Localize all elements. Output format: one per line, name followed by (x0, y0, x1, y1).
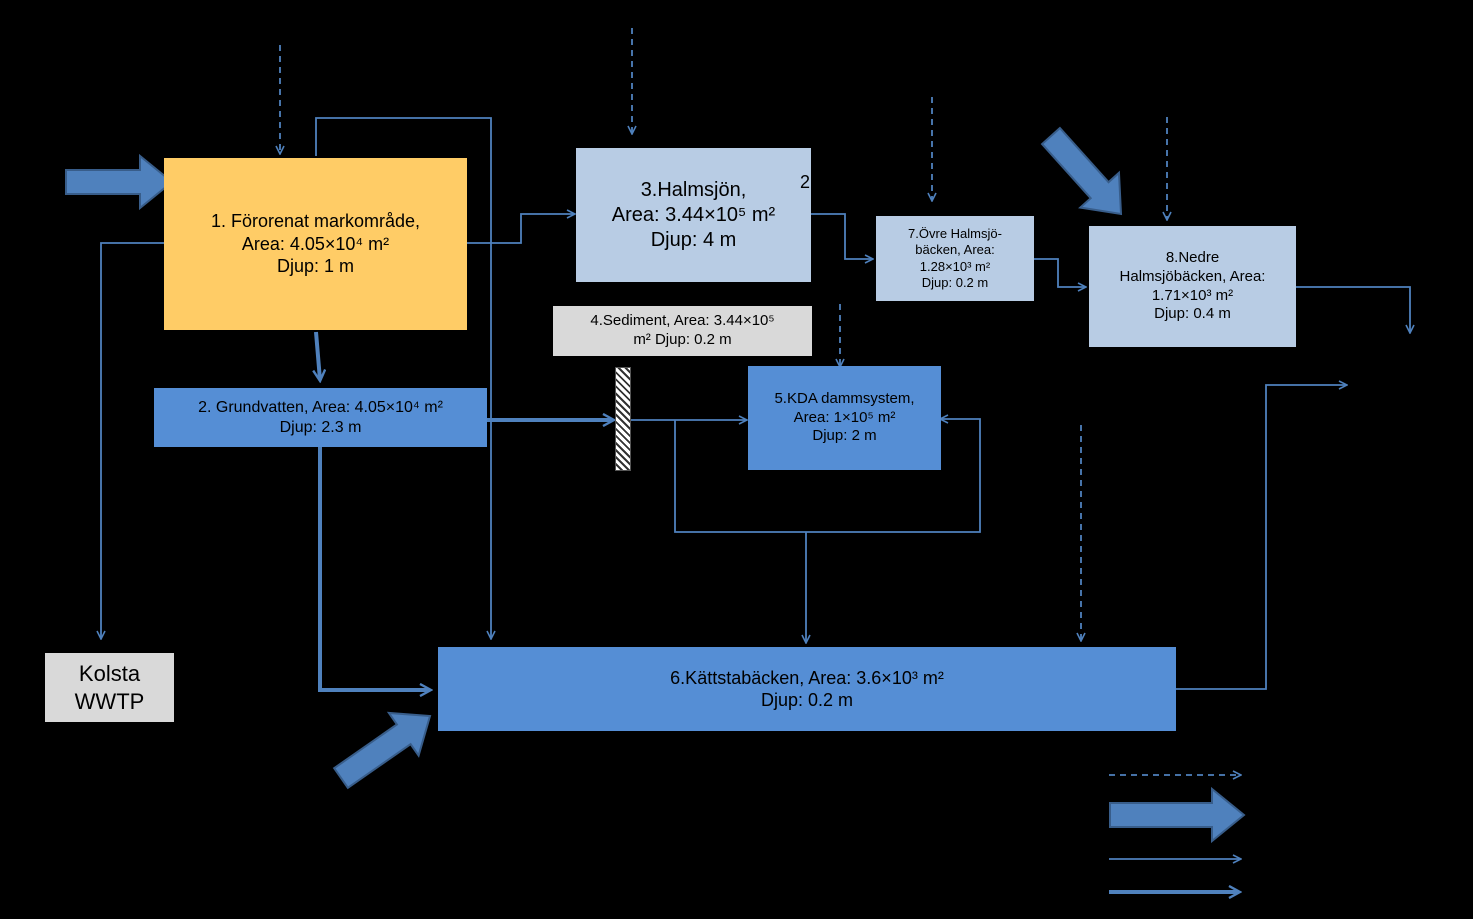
node-7-line1: 7.Övre Halmsjö- (908, 226, 1002, 241)
node-6-kattstabacken: 6.Kättstabäcken, Area: 3.6×10³ m² Djup: … (438, 647, 1176, 731)
node-5-line1: 5.KDA dammsystem, (774, 389, 915, 407)
kolsta-line2: WWTP (74, 688, 145, 714)
legend-big-arrow-symbol (1109, 786, 1246, 844)
node-2-line1: 2. Grundvatten, Area: 4.05×10⁴ m² (198, 398, 443, 416)
big-arrow-to-node-1 (65, 153, 174, 211)
node-6-line2: Djup: 0.2 m (760, 690, 854, 710)
node-1-line3: Djup: 1 m (276, 256, 355, 277)
node-1-line1: 1. Förorenat markområde, (210, 211, 421, 232)
flow-node-1-to-kolsta (101, 242, 164, 638)
node-6-line1: 6.Kättstabäcken, Area: 3.6×10³ m² (670, 667, 944, 688)
flow-node-8-outlet (1296, 286, 1410, 332)
node-4-line2: m² Djup: 0.2 m (633, 331, 732, 348)
big-arrow-to-node-6 (332, 711, 432, 790)
sediment-barrier (615, 367, 631, 471)
node-7-line2: bäcken, Area: (915, 242, 995, 258)
node-2-grundvatten: 2. Grundvatten, Area: 4.05×10⁴ m² Djup: … (154, 388, 487, 447)
node-8-line2: Halmsjöbäcken, Area: (1119, 267, 1266, 285)
flow-node-1-to-node-2 (316, 331, 320, 380)
node-7-ovre-halmsjobacken: 7.Övre Halmsjö- bäcken, Area: 1.28×10³ m… (876, 216, 1034, 301)
flow-node-6-outlet (1176, 385, 1346, 690)
flow-node-2-to-node-6 (318, 447, 430, 690)
node-3-line1: 3.Halmsjön, (640, 178, 747, 201)
node-8-line3: 1.71×10³ m² (1151, 286, 1234, 304)
stray-label: 2 (800, 172, 811, 192)
node-5-kda-dammsystem: 5.KDA dammsystem, Area: 1×10⁵ m² Djup: 2… (748, 366, 941, 470)
flow-loop-node-5 (674, 419, 981, 533)
node-3-line2: Area: 3.44×10⁵ m² (611, 203, 776, 226)
node-8-line1: 8.Nedre (1165, 249, 1220, 266)
flow-node-7-to-node-8 (1034, 258, 1085, 287)
node-3-halmsjon: 3.Halmsjön, Area: 3.44×10⁵ m² Djup: 4 m (576, 148, 811, 282)
node-7-line4: Djup: 0.2 m (921, 274, 989, 290)
flow-node-1-to-node-6 (315, 117, 491, 638)
node-7-line3: 1.28×10³ m² (919, 258, 991, 274)
node-4-line1: 4.Sediment, Area: 3.44×10⁵ (590, 312, 775, 330)
node-5-line3: Djup: 2 m (812, 427, 877, 445)
flow-node-3-to-node-7 (811, 213, 872, 259)
node-kolsta-wwtp: Kolsta WWTP (45, 653, 174, 722)
kolsta-line1: Kolsta (78, 661, 141, 686)
node-1-line2: Area: 4.05×10⁴ m² (241, 233, 390, 254)
flow-node-1-to-node-3 (467, 214, 574, 244)
big-arrow-to-node-8 (1040, 126, 1123, 216)
node-1-fororenat-markomrade: 1. Förorenat markområde, Area: 4.05×10⁴ … (164, 158, 467, 330)
node-2-line2: Djup: 2.3 m (279, 418, 362, 436)
node-3-line3: Djup: 4 m (650, 228, 737, 251)
node-8-line4: Djup: 0.4 m (1154, 305, 1231, 323)
node-4-sediment: 4.Sediment, Area: 3.44×10⁵ m² Djup: 0.2 … (553, 306, 812, 356)
node-8-nedre-halmsjobacken: 8.Nedre Halmsjöbäcken, Area: 1.71×10³ m²… (1089, 226, 1296, 347)
node-5-line2: Area: 1×10⁵ m² (793, 408, 896, 426)
